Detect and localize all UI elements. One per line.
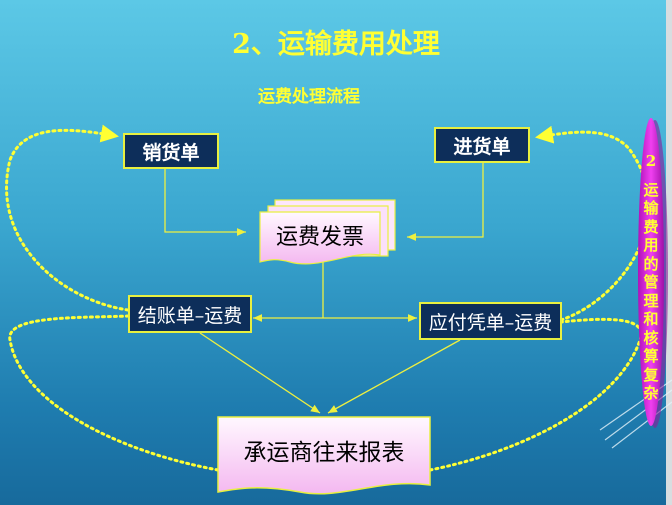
node-settlement: 结账单–运费 xyxy=(128,295,252,333)
dotted-loop-right-upper xyxy=(535,125,651,322)
dotted-loop-left-upper xyxy=(5,124,130,312)
side-label-text: 运输费用的管理和核算复杂 xyxy=(643,180,659,403)
node-sales-order: 销货单 xyxy=(123,133,219,169)
dotted-loop-left-lower xyxy=(8,314,220,472)
freight-invoice-stack xyxy=(259,199,396,265)
slide-title: 2、运输费用处理 xyxy=(232,29,440,60)
node-purchase-order: 进货单 xyxy=(434,127,530,163)
connector-purchase-to-invoice xyxy=(407,162,484,241)
side-label-number: 2 xyxy=(645,152,657,170)
side-oval xyxy=(638,118,664,426)
node-freight-invoice: 运费发票 xyxy=(275,225,364,250)
slide-edge xyxy=(666,0,672,505)
connector-settlement-to-report xyxy=(199,332,321,414)
carrier-report-shape xyxy=(217,416,431,495)
node-carrier-report: 承运商往来报表 xyxy=(243,440,405,466)
dotted-loop-right-lower xyxy=(428,317,643,472)
connector-sales-to-invoice xyxy=(164,168,246,236)
node-payable-voucher: 应付凭单–运费 xyxy=(419,302,562,340)
side-label: 2 运输费用的管理和核算复杂 xyxy=(642,152,660,403)
connector-payable-to-report xyxy=(327,339,461,414)
slide-subtitle: 运费处理流程 xyxy=(258,87,360,107)
